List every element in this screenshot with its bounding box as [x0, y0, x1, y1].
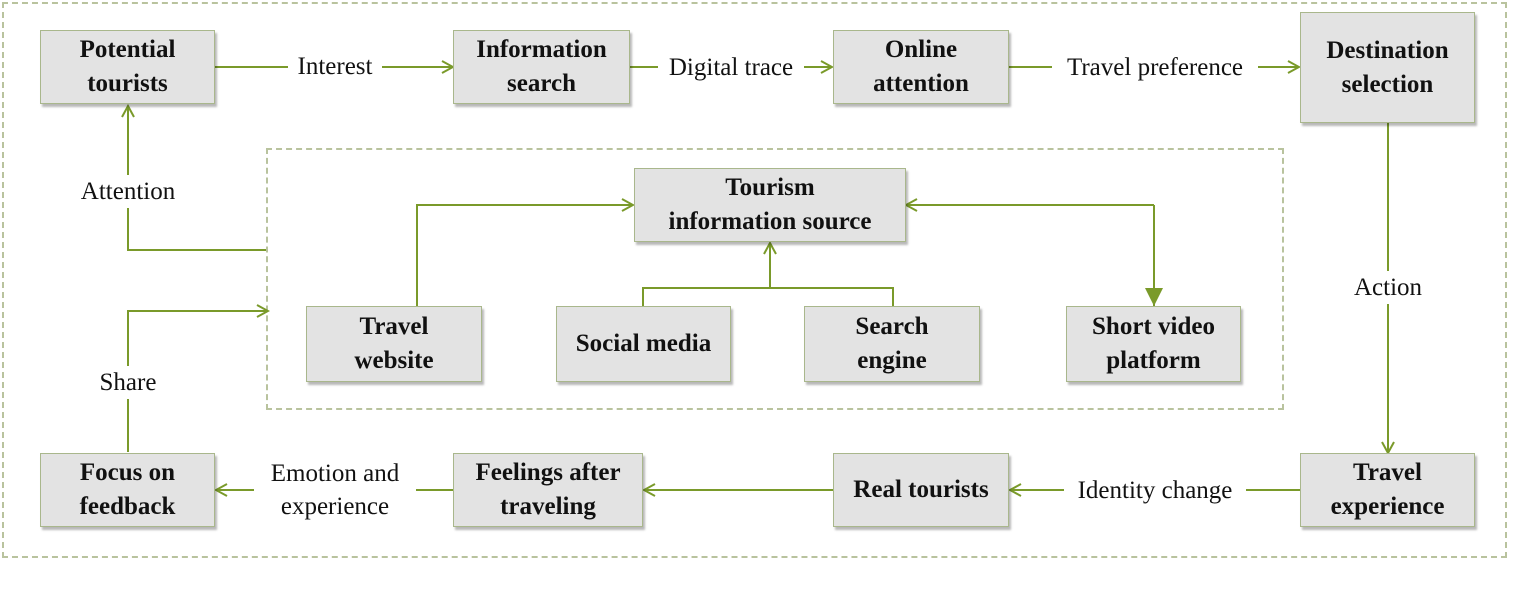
edge-label-digital-trace: Digital trace	[658, 51, 804, 84]
node-travel-website: Travel website	[306, 306, 482, 382]
node-social-media: Social media	[556, 306, 731, 382]
node-potential-tourists: Potential tourists	[40, 30, 215, 104]
connector-social-search	[642, 287, 894, 306]
arrow-attention	[128, 106, 266, 251]
edge-label-action: Action	[1343, 271, 1433, 304]
node-information-search: Information search	[453, 30, 630, 104]
node-destination-selection: Destination selection	[1300, 12, 1475, 123]
node-short-video-platform: Short video platform	[1066, 306, 1241, 382]
edge-label-emotion-and-experience: Emotion and experience	[254, 457, 416, 523]
arrow-share	[127, 311, 268, 452]
edge-label-identity-change: Identity change	[1064, 474, 1246, 507]
node-travel-experience: Travel experience	[1300, 453, 1475, 527]
node-search-engine: Search engine	[804, 306, 980, 382]
outer-frame	[2, 2, 1507, 558]
edge-label-interest: Interest	[288, 50, 382, 83]
node-tourism-information-source: Tourism information source	[634, 168, 906, 242]
arrow-travel-website	[416, 205, 633, 306]
node-online-attention: Online attention	[833, 30, 1009, 104]
inner-frame	[266, 148, 1284, 410]
node-real-tourists: Real tourists	[833, 453, 1009, 527]
edge-label-share: Share	[83, 366, 173, 399]
edge-label-travel-preference: Travel preference	[1052, 51, 1258, 84]
node-feelings-after-traveling: Feelings after traveling	[453, 453, 643, 527]
edge-label-attention: Attention	[66, 175, 190, 208]
node-focus-on-feedback: Focus on feedback	[40, 453, 215, 527]
